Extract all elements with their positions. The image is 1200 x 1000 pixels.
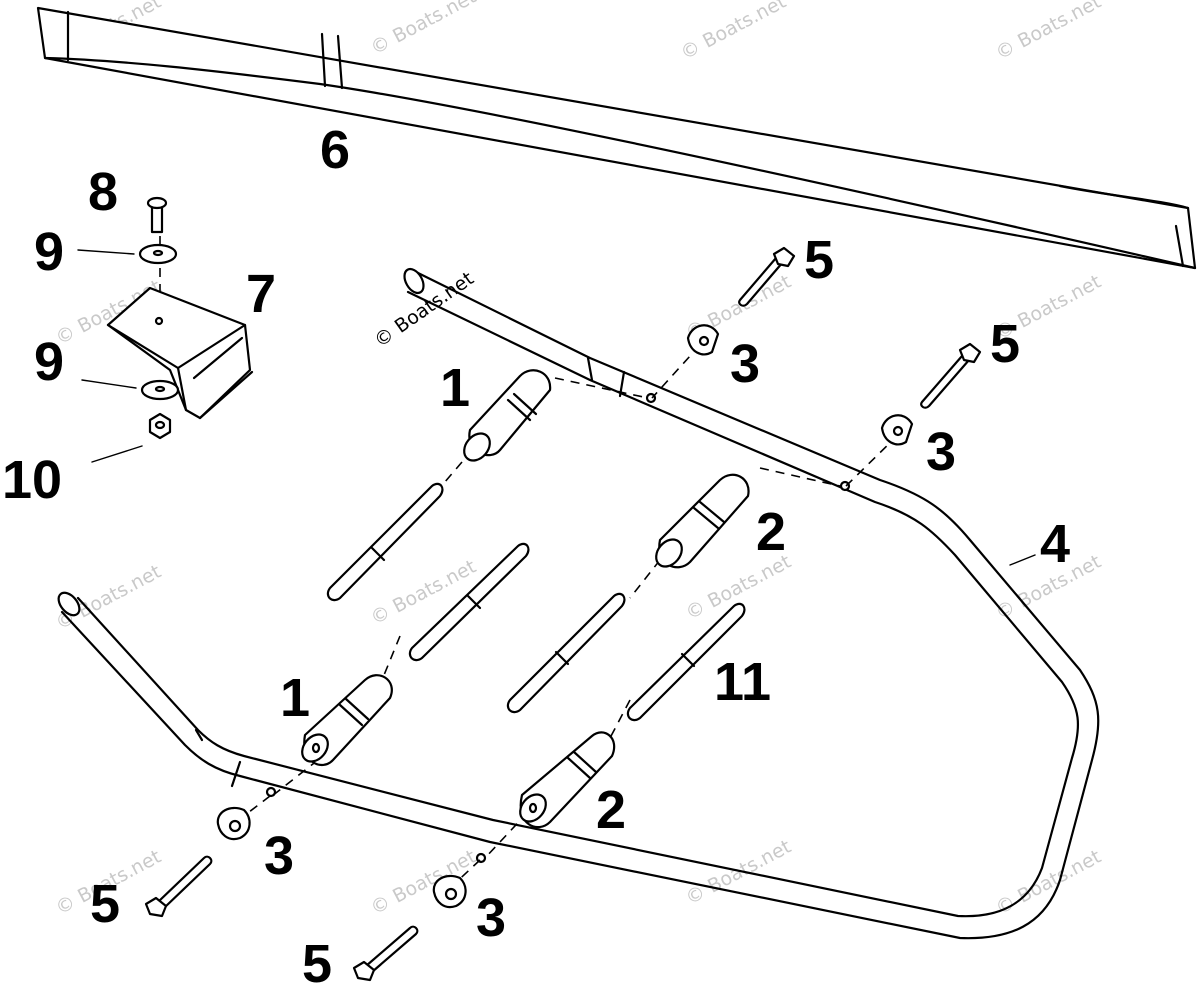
callout-5: 5 [90,874,120,934]
callout-2: 2 [596,780,626,840]
callout-3: 3 [926,422,956,482]
callout-8: 8 [88,162,118,222]
bolts-part-5 [144,246,982,982]
washers-part-9 [138,243,180,401]
nut-part-10 [148,412,172,440]
callout-9: 9 [34,332,64,392]
watermark: © Boats.net [367,0,480,59]
roller-part-2-upper [655,473,750,569]
roller-part-1-upper [463,369,552,462]
callout-3: 3 [476,888,506,948]
roller-part-2-lower [519,731,616,829]
callout-5: 5 [990,314,1020,374]
washers-part-3 [216,324,914,909]
screw-part-8 [146,196,168,234]
callout-6: 6 [320,120,350,180]
callout-11: 11 [714,652,771,712]
callout-7: 7 [246,264,276,324]
tube-end [403,267,425,295]
copyright-note: © Boats.net [370,268,478,353]
callout-10: 10 [2,450,62,510]
watermark: © Boats.net [677,0,790,64]
watermark: © Boats.net [682,836,795,910]
callout-3: 3 [730,334,760,394]
callout-2: 2 [756,502,786,562]
board-part-6 [36,6,1197,270]
callout-1: 1 [280,668,310,728]
callout-4: 4 [1040,514,1070,574]
callout-1: 1 [440,358,470,418]
callout-5: 5 [302,934,332,994]
watermark: © Boats.net [992,0,1105,64]
callout-5: 5 [804,230,834,290]
mount-bracket-part-7 [106,286,254,420]
roller-part-1-lower [301,674,393,766]
bracket-part-4 [57,267,1100,940]
leader-lines [77,249,1036,566]
callout-9: 9 [34,222,64,282]
watermark: © Boats.net [992,846,1105,920]
roller-shafts [326,482,746,722]
callout-3: 3 [264,826,294,886]
callouts: 6 8 9 7 9 10 1 5 3 5 3 2 4 1 11 2 3 5 3 … [2,120,1070,994]
tube-end [57,591,81,617]
